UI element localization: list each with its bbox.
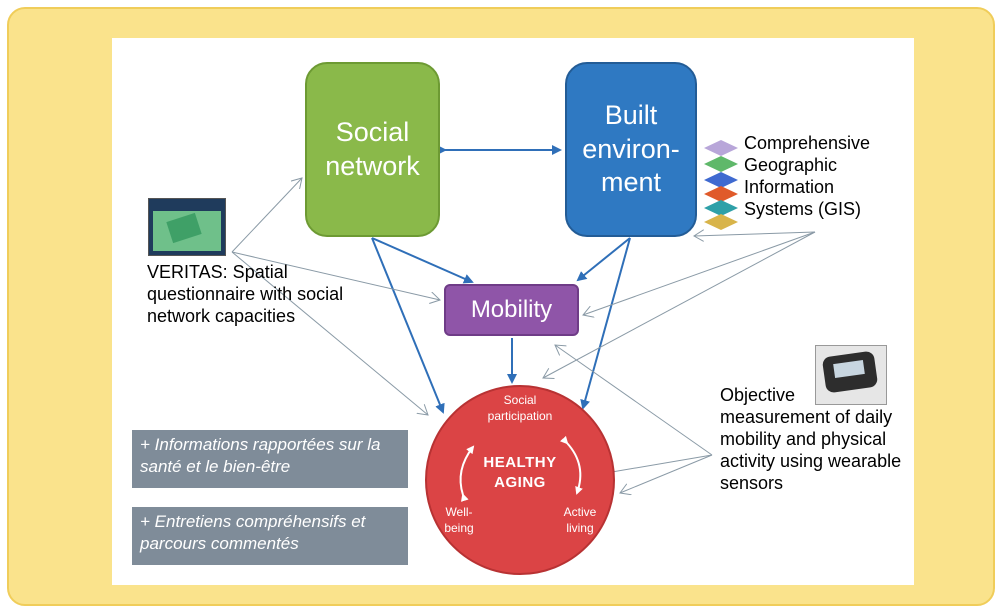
arrow-gis-mobility: [583, 231, 816, 315]
arrow-gis-built: [694, 232, 816, 236]
interviews-box: + Entretiens compréhensifs et parcours c…: [132, 507, 408, 565]
arrow-veritas-aging: [231, 251, 428, 415]
arrow-social-aging: [371, 237, 445, 414]
social-participation-label: Social participation: [487, 393, 553, 423]
veritas-annotation: VERITAS: Spatial questionnaire with soci…: [147, 262, 344, 326]
arrow-gis-aging: [543, 231, 816, 378]
arrow-veritas-mobility: [231, 251, 440, 300]
wearable-annotation: Objective measurement of daily mobility …: [720, 385, 902, 493]
arrow-social-mobility: [371, 237, 474, 284]
healthy-aging-label: HEALTHY AGING: [483, 454, 557, 491]
arrow-wearable-aging-bottom: [620, 454, 713, 493]
wearable-sensor-icon: [815, 345, 887, 405]
mobility-label: Mobility: [470, 296, 553, 323]
social-network-label: Social network: [325, 116, 420, 181]
arrow-veritas-social: [231, 178, 302, 253]
built-environment-label: Built environ-ment: [582, 99, 680, 198]
arrow-wearable-mobility: [555, 345, 713, 456]
built-environment-node: Built environ-ment: [565, 62, 697, 237]
gis-layers-icon: [704, 140, 738, 230]
active-living-label: Active living: [563, 505, 597, 535]
cycle-arrows: [459, 435, 583, 502]
gis-annotation: Comprehensive Geographic Information Sys…: [744, 133, 871, 219]
well-being-label: Well-being: [444, 505, 474, 535]
social-network-node: Social network: [305, 62, 440, 237]
arrow-built-aging: [580, 237, 631, 410]
healthy-aging-node: Social participation HEALTHY AGING Well-…: [425, 385, 615, 575]
health-reports-box: + Informations rapportées sur la santé e…: [132, 430, 408, 488]
mobility-node: Mobility: [444, 284, 579, 336]
veritas-map-icon: [148, 198, 226, 256]
arrow-built-mobility: [576, 237, 631, 282]
